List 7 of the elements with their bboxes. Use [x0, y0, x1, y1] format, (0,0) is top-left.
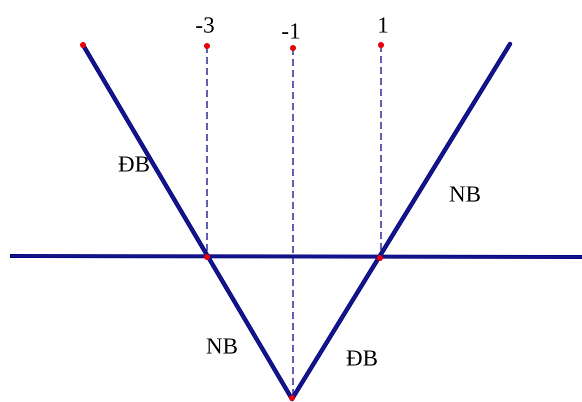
tick-label: -1 [281, 20, 301, 42]
monotonicity-label: ĐB [346, 346, 378, 370]
monotonicity-label: NB [449, 182, 481, 206]
tick-label: -3 [195, 14, 215, 36]
monotonicity-label: NB [206, 334, 238, 358]
tick-label: 1 [377, 14, 389, 36]
monotonicity-label: ĐB [118, 152, 150, 176]
